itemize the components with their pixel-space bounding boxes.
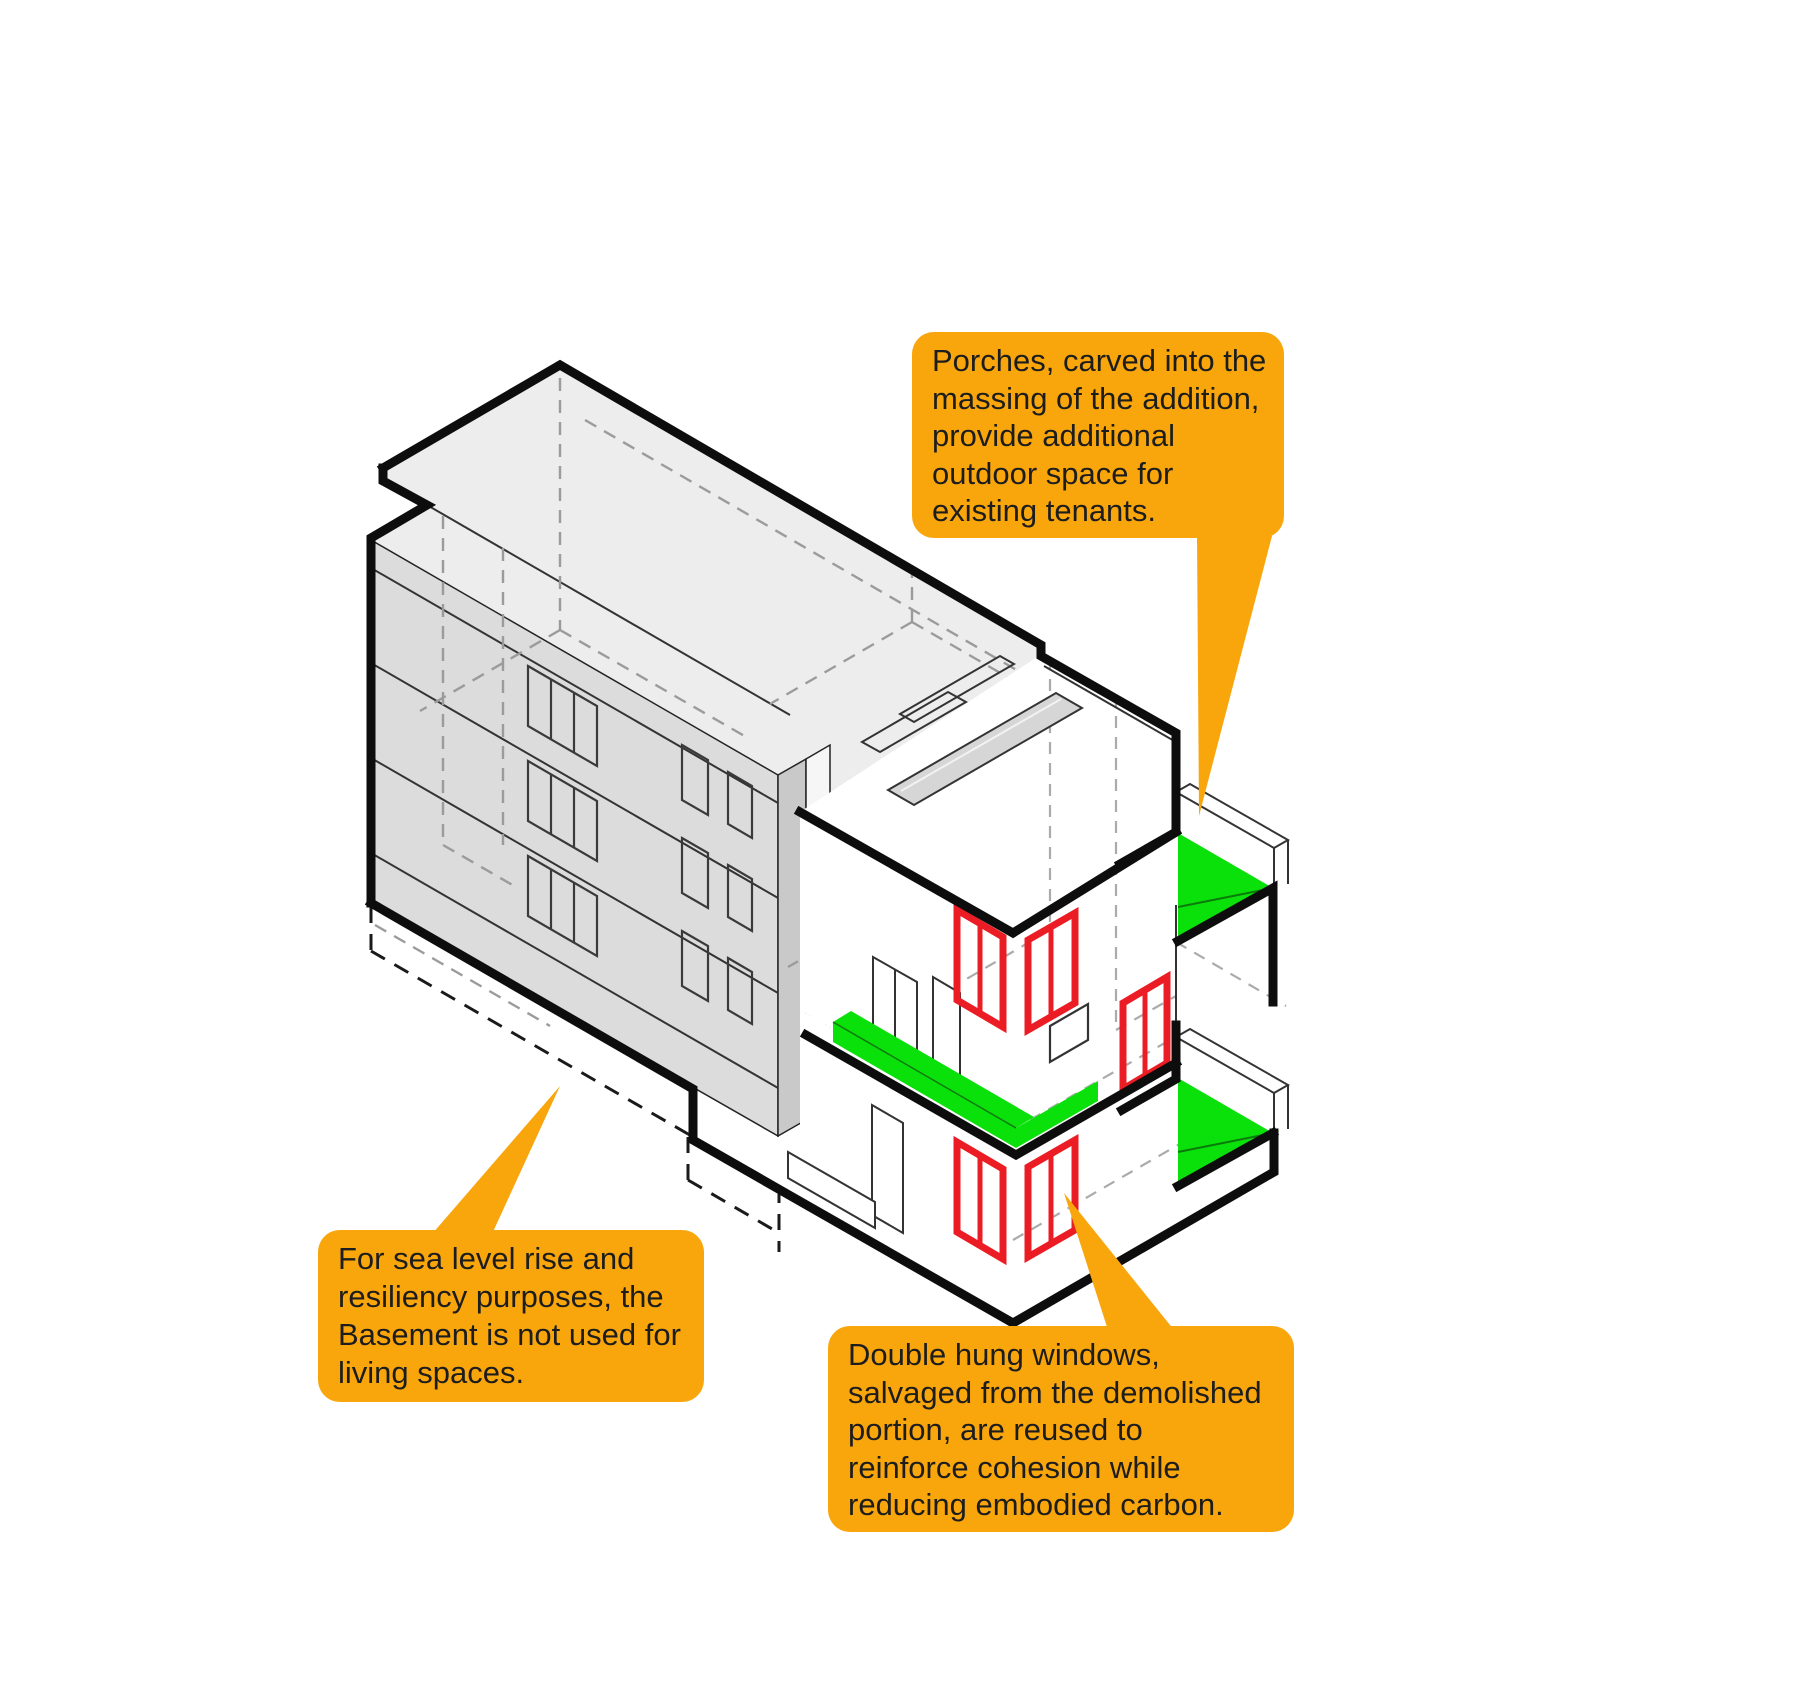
balcony-front-band — [833, 1022, 1016, 1148]
porch-parapet-upper-face — [1176, 760, 1290, 900]
outline-porch-lower-edge — [1171, 1126, 1280, 1193]
balcony-top-face — [833, 1011, 1034, 1128]
existing-roof-face — [371, 365, 1045, 812]
red-windows — [953, 903, 1171, 1266]
existing-window-wide-2 — [526, 759, 599, 863]
skylight-inner-line — [900, 698, 1062, 792]
red-window-upper-sw — [953, 903, 1007, 1034]
existing-window-small — [726, 863, 754, 933]
existing-window-wide-3 — [526, 664, 599, 768]
callout-porches-line: outdoor space for — [932, 455, 1174, 491]
lower-door — [871, 1103, 904, 1235]
roof-hatch-2 — [897, 654, 1017, 724]
outline-notch — [366, 463, 437, 908]
stoop — [787, 1150, 876, 1230]
callout-windows-line: reducing embodied carbon. — [848, 1487, 1224, 1522]
callout-porches-line: existing tenants. — [932, 493, 1157, 528]
existing-roof-lines — [370, 504, 791, 804]
callout-basement-line: For sea level rise and — [338, 1241, 635, 1276]
porch-lower-floor — [1178, 1078, 1273, 1186]
existing-window-small — [680, 929, 710, 1003]
callout-tails — [432, 536, 1272, 1330]
porch-lower — [1175, 905, 1291, 1186]
tail-basement — [432, 1086, 560, 1234]
existing-facade-windows — [526, 664, 754, 1026]
callout-windows-line: Double hung windows, — [848, 1337, 1160, 1372]
callout-porches-line: provide additional — [932, 418, 1176, 453]
skylight — [885, 691, 1085, 807]
red-window-lower-sw — [953, 1135, 1007, 1266]
callout-porches-line: Porches, carved into the — [932, 343, 1267, 378]
outline-base — [364, 896, 1279, 1329]
callout-basement: For sea level rise and resiliency purpos… — [318, 1230, 704, 1402]
balcony-green — [832, 1011, 1098, 1148]
thick-outlines — [364, 359, 1280, 1329]
outline-porch-lower — [1115, 1020, 1181, 1117]
callout-windows-line: portion, are reused to — [848, 1412, 1143, 1447]
callout-windows: Double hung windows, salvaged from the d… — [828, 1326, 1294, 1532]
existing-floor-lines — [370, 662, 779, 1089]
square-window — [1048, 1002, 1090, 1064]
callout-basement-line: Basement is not used for — [338, 1317, 681, 1352]
existing-window-small — [726, 956, 754, 1026]
outline-balcony-base — [799, 1028, 1183, 1161]
porch-upper-floor — [1178, 833, 1273, 941]
red-window-upper-se — [1024, 906, 1079, 1037]
red-window-lower-se — [1024, 1133, 1079, 1264]
callout-windows-line: salvaged from the demolished — [848, 1374, 1262, 1410]
porch-parapet-lower-face — [1176, 1005, 1290, 1145]
existing-window-small — [680, 836, 710, 910]
existing-window-small — [680, 743, 710, 817]
callout-porches-line: massing of the addition, — [932, 380, 1260, 416]
callout-basement-line: living spaces. — [338, 1355, 525, 1390]
porch-upper — [1043, 665, 1291, 941]
existing-building — [369, 365, 1055, 1252]
porch-lower-parapet — [1175, 905, 1291, 1133]
callout-windows-line: reinforce cohesion while — [848, 1449, 1181, 1485]
tail-windows — [1064, 1193, 1174, 1330]
tail-porches — [1197, 536, 1272, 816]
outline-porch-upper — [1171, 880, 1278, 1007]
existing-window-small — [726, 770, 754, 840]
porch-upper-parapet — [1043, 665, 1291, 888]
existing-window-wide-1 — [526, 854, 599, 958]
outline-addition-eaves — [793, 805, 1183, 939]
callout-basement-line: resiliency purposes, the — [338, 1279, 664, 1314]
balcony-corner-band — [1016, 1081, 1098, 1148]
roof-hatch-1 — [859, 690, 969, 754]
callout-porches: Porches, carved into the massing of the … — [912, 332, 1284, 538]
